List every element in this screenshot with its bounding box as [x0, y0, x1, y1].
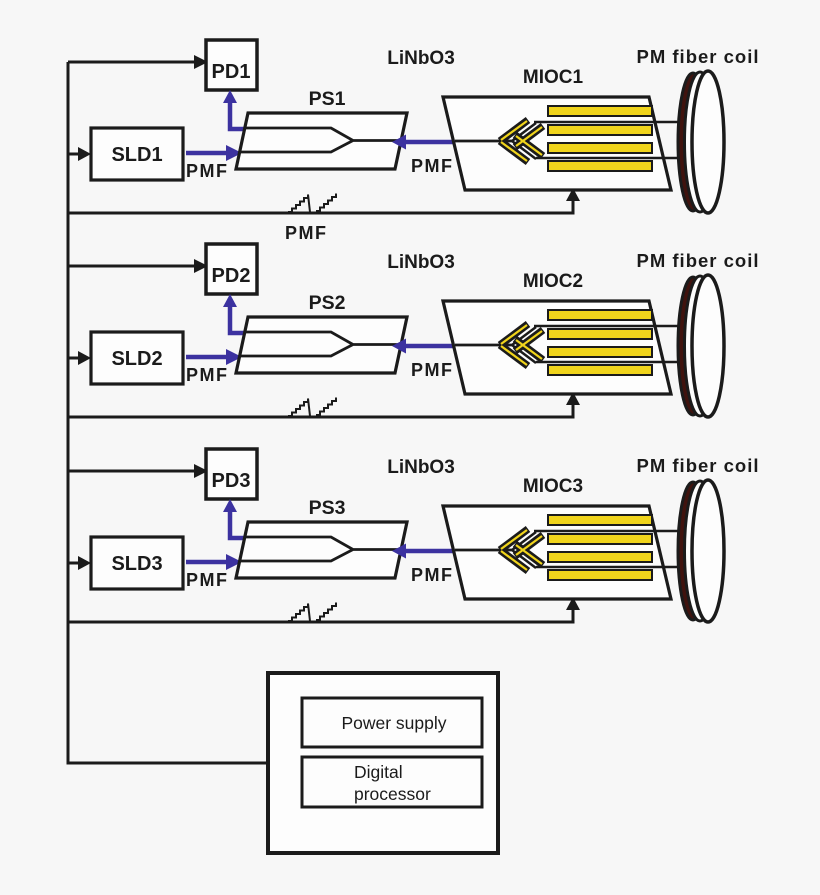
ps1-label: PS1 [309, 88, 346, 110]
power-supply-box [300, 696, 484, 749]
pmf-feedback-label-1: PMF [285, 223, 328, 243]
pmf-link-label-2: PMF [411, 360, 454, 380]
left-bus-wire [66, 62, 270, 765]
pmf-source-label-2: PMF [186, 365, 229, 385]
pmf-source-label-1: PMF [186, 161, 229, 181]
coil-label-2: PM fiber coil [637, 250, 760, 271]
mioc3-label: MIOC3 [523, 476, 583, 497]
linbo3-label-1: LiNbO3 [387, 48, 455, 69]
channel-1: PD1 SLD1 PS1 LiNbO3 MIOC1 PM fiber coil … [68, 40, 760, 243]
linbo3-label-2: LiNbO3 [387, 252, 455, 273]
ps3-label: PS3 [309, 497, 346, 519]
digital-processor-box [300, 755, 484, 809]
pd3-label: PD3 [212, 470, 251, 492]
digital-processor-label-line1: Digital [354, 762, 403, 782]
channel-2: PD2 SLD2 PS2 LiNbO3 MIOC2 PM fiber coil … [68, 244, 760, 417]
linbo3-label-3: LiNbO3 [387, 457, 455, 478]
sld3-label: SLD3 [111, 553, 162, 575]
sld1-label: SLD1 [111, 144, 162, 166]
pmf-link-label-3: PMF [411, 565, 454, 585]
digital-processor-label-line2: processor [354, 784, 431, 804]
pmf-source-label-3: PMF [186, 570, 229, 590]
coil-label-1: PM fiber coil [637, 46, 760, 67]
coil-label-3: PM fiber coil [637, 455, 760, 476]
sld2-label: SLD2 [111, 348, 162, 370]
power-supply-label: Power supply [341, 713, 446, 733]
mioc2-label: MIOC2 [523, 271, 583, 292]
mioc1-label: MIOC1 [523, 67, 584, 88]
ps2-label: PS2 [309, 292, 346, 314]
control-unit: Power supply Digital processor [266, 671, 500, 855]
pmf-link-label-1: PMF [411, 156, 454, 176]
pd2-label: PD2 [212, 265, 251, 287]
channel-3: PD3 SLD3 PS3 LiNbO3 MIOC3 PM fiber coil … [68, 449, 760, 622]
pd1-label: PD1 [212, 61, 251, 83]
